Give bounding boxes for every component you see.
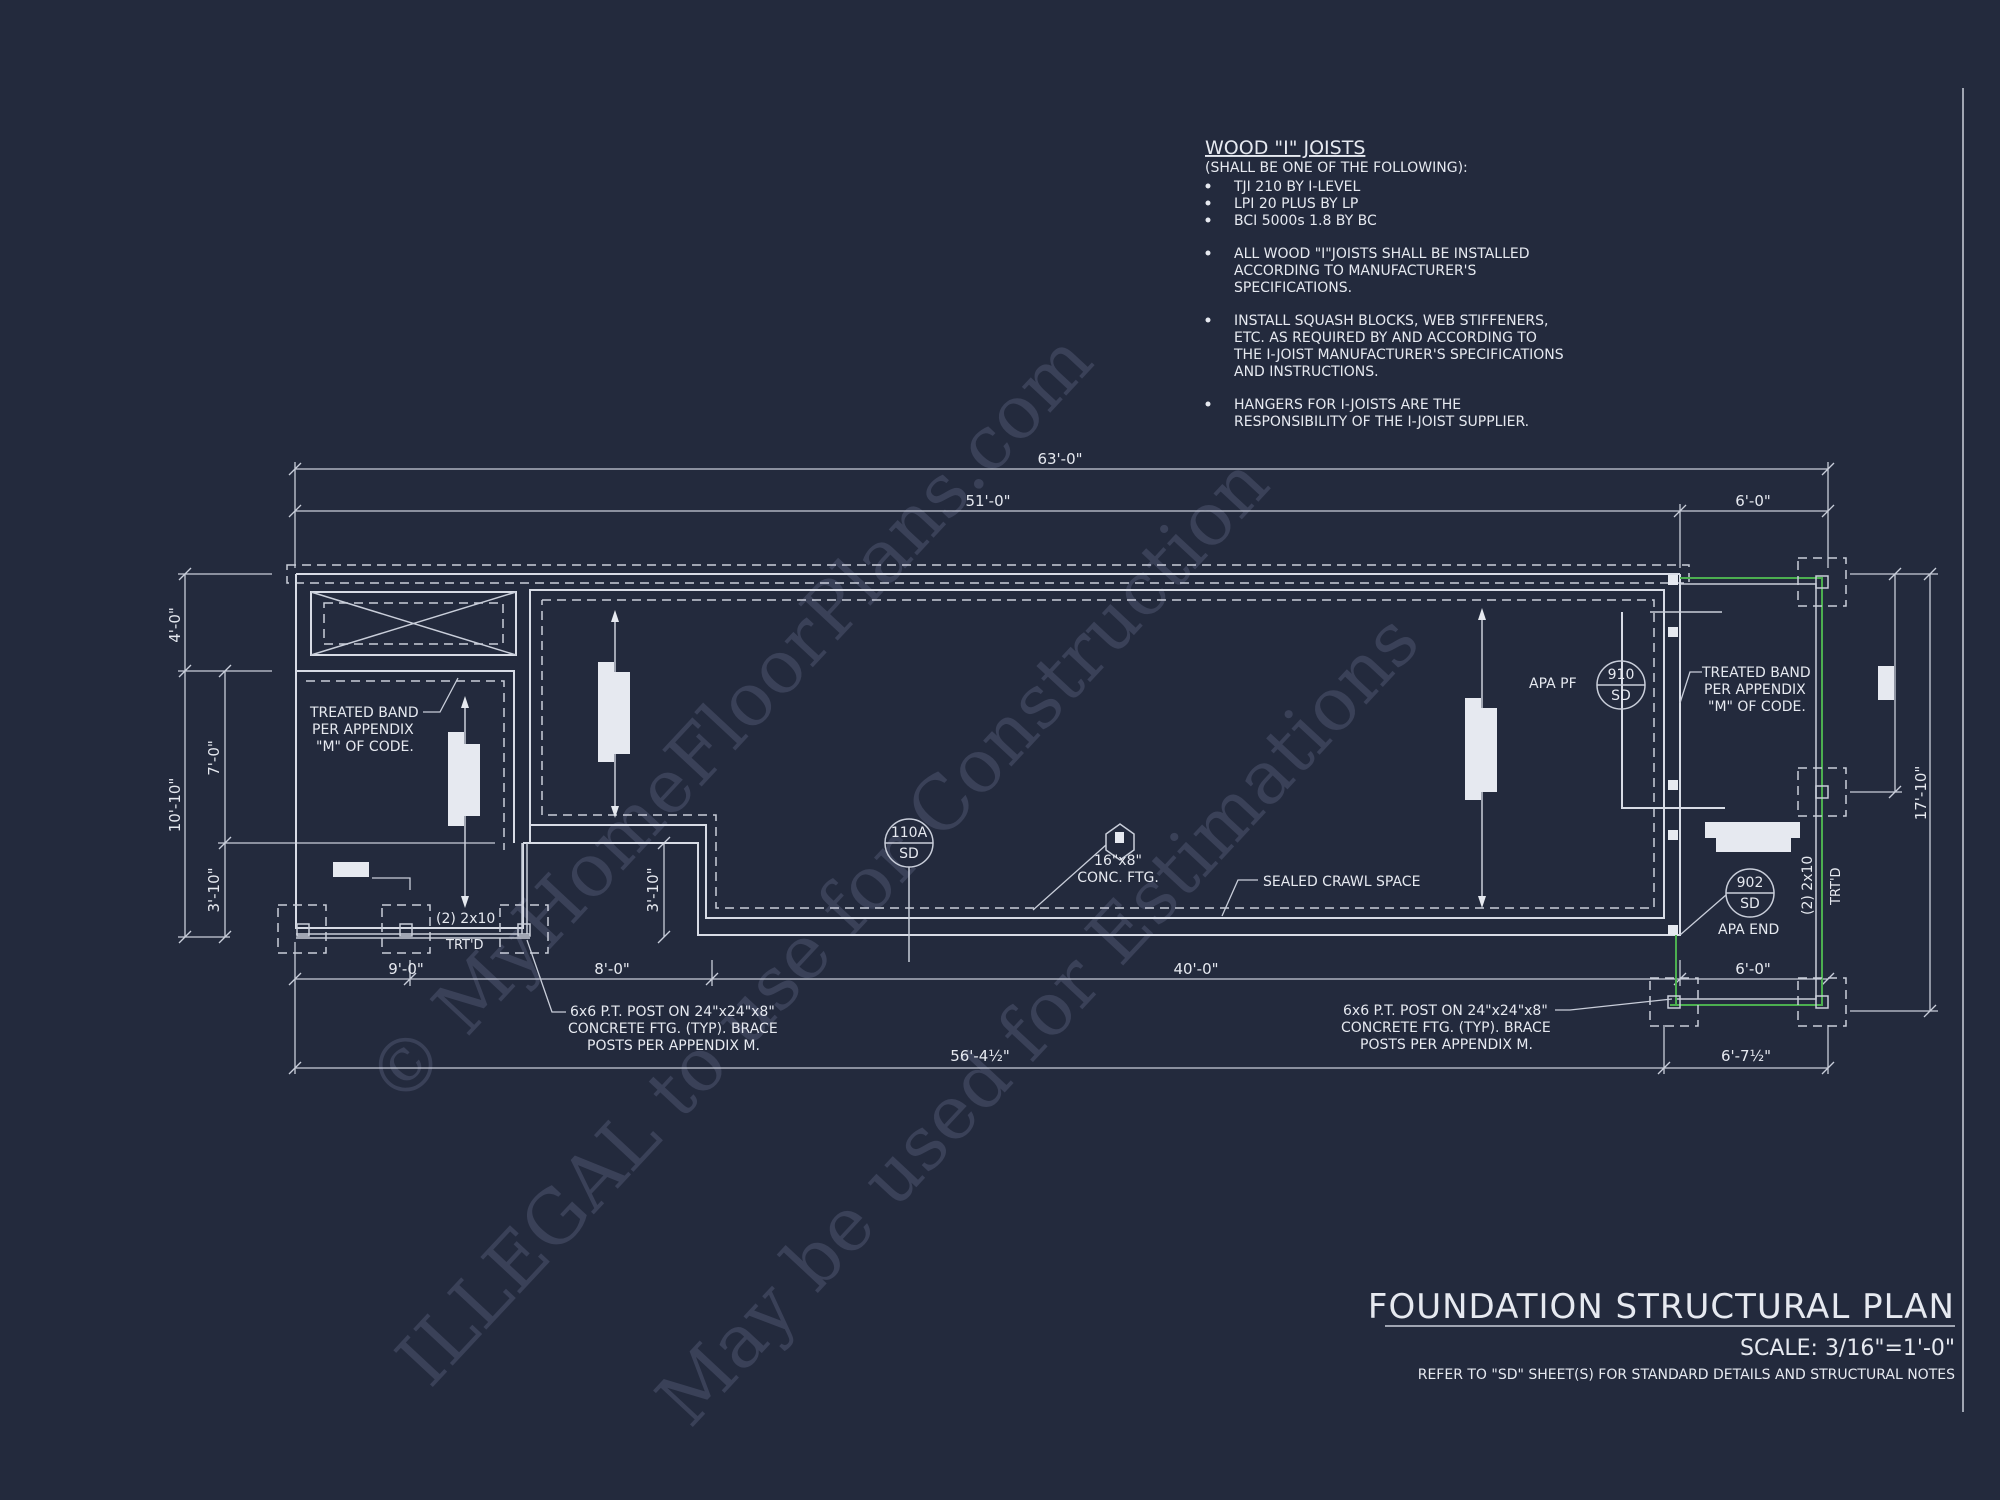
dim-left-mid: 7'-0" [205,740,223,776]
title-block: FOUNDATION STRUCTURAL PLAN SCALE: 3/16"=… [1368,1287,1955,1383]
bullet-icon [1205,217,1211,223]
post-left-line: CONCRETE FTG. (TYP). BRACE [568,1021,778,1037]
post-footing [277,904,327,954]
treated-band-right-line: "M" OF CODE. [1708,699,1806,715]
foundation-outline [286,564,1690,936]
bullet-icon [1205,183,1211,189]
post-right-line: CONCRETE FTG. (TYP). BRACE [1341,1020,1551,1036]
callout-902-top: 902 [1737,875,1764,891]
bullet-icon [1205,317,1211,323]
header-mark [333,862,369,877]
treated-band-right-line: TREATED BAND [1701,665,1811,681]
callout-110a: 110A SD [884,818,934,962]
joist-note-line: RESPONSIBILITY OF THE I-JOIST SUPPLIER. [1234,414,1529,430]
apa-pf-label: APA PF [1529,676,1577,692]
joist-option: LPI 20 PLUS BY LP [1234,196,1358,212]
dim-bottom-c: 40'-0" [1173,960,1218,978]
joist-note-line: ETC. AS REQUIRED BY AND ACCORDING TO [1234,330,1537,346]
dim-bottom-porch-total: 6'-7½" [1721,1047,1771,1065]
dim-left-bottom: 3'-10" [205,867,223,912]
crawl-space-label: SEALED CRAWL SPACE [1263,874,1420,890]
joist-option: TJI 210 BY I-LEVEL [1233,179,1361,195]
treated-band-left-line: "M" OF CODE. [316,739,414,755]
joist-note-line: SPECIFICATIONS. [1234,280,1352,296]
dim-right-total: 17'-10" [1912,766,1930,821]
dim-bottom-b: 8'-0" [594,960,630,978]
dim-overall: 63'-0" [1037,450,1082,468]
post-footing [1797,767,1847,817]
beam-left-sub-label: TRT'D [445,938,484,953]
callout-902-bottom: SD [1740,896,1760,912]
dim-left-top: 4'-0" [166,607,184,643]
bottom-dimensions: 9'-0" 8'-0" 40'-0" 6'-0" 56'-4½" 6'-7½" [288,942,1835,1075]
plan-title: FOUNDATION STRUCTURAL PLAN [1368,1287,1955,1327]
callout-910-bottom: SD [1611,688,1631,704]
callout-110a-top: 110A [891,825,928,841]
footing-tag-icon [1105,823,1135,861]
joist-note-line: THE I-JOIST MANUFACTURER'S SPECIFICATION… [1233,347,1564,363]
joist-note-line: HANGERS FOR I-JOISTS ARE THE [1234,397,1461,413]
section-callouts: 110A SD 910 SD 902 SD [884,660,1775,962]
bullet-icon [1205,200,1211,206]
beam-right-sub-label: TRT'D [1829,867,1844,906]
joist-notes-subheading: (SHALL BE ONE OF THE FOLLOWING): [1205,160,1468,176]
conc-ftg-line: 16"x8" [1094,853,1142,869]
dim-main: 51'-0" [965,492,1010,510]
joist-span-arrows [448,608,1800,908]
post-right-line: 6x6 P.T. POST ON 24"x24"x8" [1343,1003,1548,1019]
beam-right-label: (2) 2x10 [1800,856,1816,915]
callout-110a-bottom: SD [899,846,919,862]
plan-labels: TREATED BAND PER APPENDIX "M" OF CODE. T… [309,665,1844,1054]
joist-note-line: AND INSTRUCTIONS. [1234,364,1379,380]
post-footing [1649,977,1699,1027]
dim-bottom-porch: 6'-0" [1735,960,1771,978]
post-footing [1797,977,1847,1027]
post-footing [499,904,549,954]
top-dimensions: 63'-0" 51'-0" 6'-0" [288,450,1835,568]
treated-band-left-line: TREATED BAND [309,705,419,721]
dim-bottom-total: 56'-4½" [950,1047,1010,1065]
joist-note-line: ACCORDING TO MANUFACTURER'S [1234,263,1477,279]
treated-band-left-line: PER APPENDIX [312,722,414,738]
joist-note-line: INSTALL SQUASH BLOCKS, WEB STIFFENERS, [1234,313,1549,329]
post-footing [1797,557,1847,607]
post-right-line: POSTS PER APPENDIX M. [1360,1037,1533,1053]
dim-step-height: 3'-10" [644,867,662,912]
joist-note-line: ALL WOOD "I"JOISTS SHALL BE INSTALLED [1234,246,1530,262]
post-footing [381,904,431,954]
plan-scale: SCALE: 3/16"=1'-0" [1740,1336,1955,1361]
right-dimensions: 17'-10" [1850,567,1938,1018]
treated-band-right-line: PER APPENDIX [1704,682,1806,698]
joist-notes: WOOD "I" JOISTS (SHALL BE ONE OF THE FOL… [1205,137,1564,430]
apa-end-label: APA END [1718,922,1779,938]
conc-ftg-line: CONC. FTG. [1077,870,1159,886]
joist-notes-heading: WOOD "I" JOISTS [1205,137,1365,159]
bullet-icon [1205,250,1211,256]
dim-left-total: 10'-10" [166,778,184,833]
callout-910-top: 910 [1608,667,1635,683]
joist-option: BCI 5000s 1.8 BY BC [1234,213,1377,229]
bullet-icon [1205,401,1211,407]
left-dimensions: 4'-0" 10'-10" 7'-0" 3'-10" 3'-10" [166,567,671,944]
callout-902: 902 SD [1679,868,1775,936]
beams [296,843,530,939]
beam-left-label: (2) 2x10 [436,911,495,927]
dim-bottom-a: 9'-0" [388,960,424,978]
porch-area [1621,577,1823,1006]
post-left-line: POSTS PER APPENDIX M. [587,1038,760,1054]
post-left-line: 6x6 P.T. POST ON 24"x24"x8" [570,1004,775,1020]
beam-section-mark [1878,666,1894,700]
plan-note: REFER TO "SD" SHEET(S) FOR STANDARD DETA… [1418,1367,1955,1383]
dim-porch-top: 6'-0" [1735,492,1771,510]
callout-910: 910 SD [1596,660,1646,710]
